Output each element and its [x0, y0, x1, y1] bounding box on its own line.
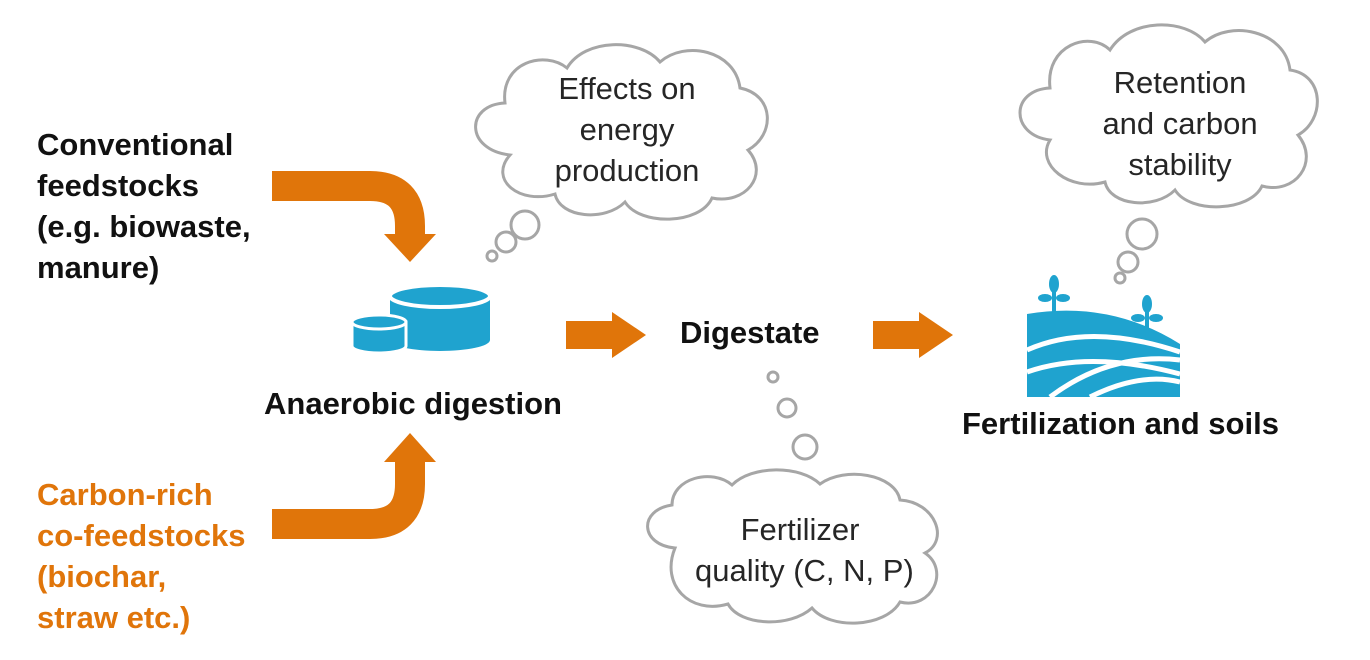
- thought-energy-line: energy: [579, 112, 675, 147]
- thought-retention-line: and carbon: [1102, 106, 1258, 141]
- arrow-to-fertilization: [873, 312, 953, 358]
- thought-cloud-energy: [474, 43, 769, 263]
- carbon-rich-line: Carbon-rich: [37, 477, 213, 512]
- thought-retention-line: Retention: [1113, 65, 1247, 100]
- conventional-line: Conventional: [37, 127, 234, 162]
- carbon-rich-cofeedstocks-label: Carbon-rich co-feedstocks (biochar, stra…: [37, 474, 245, 638]
- digestate-label: Digestate: [680, 315, 820, 350]
- thought-fertilizer-line: quality (C, N, P): [695, 553, 914, 588]
- field-with-plants-icon: [1025, 275, 1181, 400]
- carbon-rich-line: (biochar,: [37, 559, 167, 594]
- conventional-feedstocks-label: Conventional feedstocks (e.g. biowaste, …: [37, 124, 251, 288]
- carbon-rich-line: straw etc.): [37, 600, 191, 635]
- conventional-line: feedstocks: [37, 168, 199, 203]
- anaerobic-digestion-label: Anaerobic digestion: [264, 386, 562, 421]
- arrow-to-digestate: [566, 312, 646, 358]
- thought-retention-text: Retention and carbon stability: [1080, 62, 1280, 185]
- thought-energy-text: Effects on energy production: [527, 68, 727, 191]
- thought-energy-line: Effects on: [558, 71, 696, 106]
- thought-fertilizer-text: Fertilizer quality (C, N, P): [695, 509, 914, 591]
- carbon-rich-line: co-feedstocks: [37, 518, 246, 553]
- fertilization-soils-label: Fertilization and soils: [962, 406, 1279, 441]
- digester-tanks-icon: [350, 283, 492, 355]
- thought-retention-line: stability: [1128, 147, 1232, 182]
- top-feed-arrow: [272, 171, 436, 262]
- thought-energy-line: production: [554, 153, 700, 188]
- thought-cloud-retention: [1018, 23, 1319, 285]
- thought-fertilizer-line: Fertilizer: [740, 512, 860, 547]
- conventional-line: (e.g. biowaste,: [37, 209, 251, 244]
- bottom-feed-arrow: [272, 433, 436, 539]
- thought-cloud-fertilizer: [646, 370, 939, 625]
- conventional-line: manure): [37, 250, 160, 285]
